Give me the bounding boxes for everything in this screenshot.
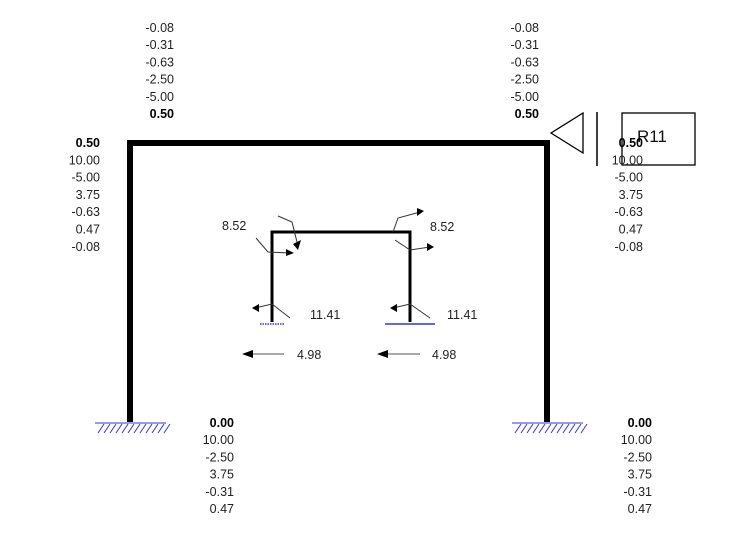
result-value: -0.63 [615, 205, 644, 219]
inner-reaction-right: 4.98 [432, 348, 456, 362]
result-value: 0.47 [76, 223, 100, 237]
result-value: 3.75 [210, 468, 234, 482]
result-value: -0.08 [615, 240, 644, 254]
result-value: -5.00 [511, 90, 540, 104]
result-value: 0.47 [210, 502, 234, 516]
result-value: 0.47 [619, 223, 643, 237]
result-value: 0.50 [76, 136, 100, 150]
result-value: -0.31 [146, 38, 175, 52]
support-hatch [526, 423, 534, 434]
arrowheads [252, 208, 434, 312]
inner-frame [270, 230, 412, 322]
result-value: -5.00 [146, 90, 175, 104]
main-frame [127, 140, 550, 422]
support-hatch [562, 423, 570, 434]
result-value: -2.50 [146, 73, 175, 87]
support-hatch [520, 423, 528, 434]
support-hatch [532, 423, 540, 434]
result-value: -0.08 [146, 21, 175, 35]
support-hatch [163, 423, 171, 434]
result-value: -2.50 [511, 73, 540, 87]
support-hatch [580, 423, 588, 434]
result-value: -0.63 [72, 205, 101, 219]
support-hatch [544, 423, 552, 434]
result-value: -0.31 [624, 485, 653, 499]
support-hatch [121, 423, 129, 434]
result-value: -5.00 [615, 171, 644, 185]
support-hatch [556, 423, 564, 434]
support-hatch [538, 423, 546, 434]
support-hatch [151, 423, 159, 434]
result-value: 0.50 [619, 136, 643, 150]
result-value: 3.75 [628, 468, 652, 482]
reaction-arrows [242, 350, 420, 358]
inner-moment-right: 8.52 [430, 220, 454, 234]
support-hatch [574, 423, 582, 434]
support-hatch [145, 423, 153, 434]
support-hatch [514, 423, 522, 434]
support-hatch [568, 423, 576, 434]
label-box [621, 112, 696, 166]
inner-moment-left: 8.52 [222, 219, 246, 233]
label-box-text: R11 [637, 127, 667, 146]
result-value: -0.08 [511, 21, 540, 35]
moment-arrows [254, 211, 431, 319]
result-value: 0.50 [515, 107, 539, 121]
support-hatch [109, 423, 117, 434]
result-value: 0.47 [628, 502, 652, 516]
support-hatch [139, 423, 147, 434]
support-hatch [127, 423, 135, 434]
inner-reaction-left: 4.98 [297, 348, 321, 362]
result-value: 10.00 [203, 433, 234, 447]
result-value: -0.63 [511, 55, 540, 69]
result-value: 0.50 [150, 107, 174, 121]
result-value: -0.31 [511, 38, 540, 52]
inner-base-moment-left: 11.41 [310, 308, 340, 322]
result-value: -2.50 [206, 450, 235, 464]
result-value: -0.08 [72, 240, 101, 254]
result-value: -2.50 [624, 450, 653, 464]
support-hatch [115, 423, 123, 434]
result-value: 0.00 [210, 416, 234, 430]
result-value: 3.75 [76, 188, 100, 202]
inner-base-moment-right: 11.41 [447, 308, 477, 322]
result-value: 10.00 [621, 433, 652, 447]
result-value: -0.31 [206, 485, 235, 499]
support-hatch [133, 423, 141, 434]
result-value: 3.75 [619, 188, 643, 202]
result-value: 10.00 [69, 153, 100, 167]
result-value: -0.63 [146, 55, 175, 69]
load-triangle-icon [549, 111, 584, 155]
result-value: -5.00 [72, 171, 101, 185]
support-hatch [157, 423, 165, 434]
support-hatch [97, 423, 105, 434]
support-hatch [550, 423, 558, 434]
support-hatch [103, 423, 111, 434]
result-value: 10.00 [612, 153, 643, 167]
result-value: 0.00 [628, 416, 652, 430]
